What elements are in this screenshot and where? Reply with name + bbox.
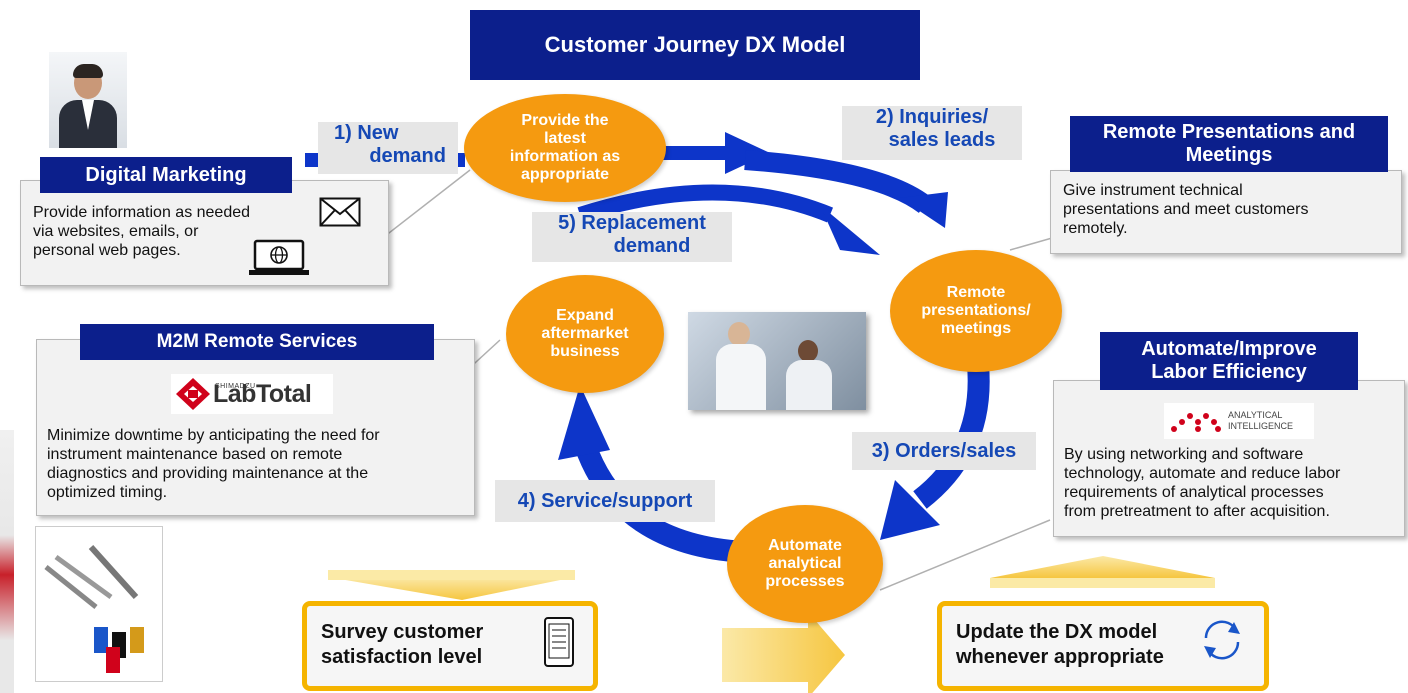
m2m-line-4: optimized timing. (47, 484, 168, 501)
step-4-service: 4) Service/support (495, 480, 715, 522)
update-text: Update the DX model whenever appropriate (956, 620, 1164, 670)
shimadzu-emblem-icon (176, 378, 210, 410)
digital-marketing-line-1: Provide information as needed (33, 204, 251, 221)
oval-expand-aftermarket: Expand aftermarket business (506, 275, 664, 393)
oval-expand-line-3: business (550, 343, 620, 360)
step-1-new-demand: 1) New demand (318, 122, 458, 174)
automate-improve-title-line-2: Labor Efficiency (1151, 361, 1307, 383)
oval-remote-presentations: Remote presentations/ meetings (890, 250, 1062, 372)
oval-remote-line-3: meetings (940, 320, 1012, 337)
m2m-title: M2M Remote Services (80, 324, 434, 360)
step-5-replacement: 5) Replacement demand (532, 212, 732, 262)
analytical-intelligence-logo: ANALYTICAL INTELLIGENCE (1164, 403, 1314, 439)
survey-line-1: Survey customer (321, 621, 484, 643)
oval-automate-line-1: Automate (768, 537, 842, 554)
oval-provide-line-2: latest (544, 130, 586, 147)
gold-arrow-down-body (328, 570, 575, 580)
m2m-line-2: instrument maintenance based on remote (47, 446, 343, 463)
columns-vials-icon (44, 544, 144, 673)
survey-box: Survey customer satisfaction level (302, 601, 598, 691)
oval-provide-line-4: appropriate (520, 166, 609, 183)
m2m-line-1: Minimize downtime by anticipating the ne… (47, 427, 380, 444)
oval-remote-line-2: presentations/ (921, 302, 1031, 319)
lab-photo (688, 312, 866, 410)
envelope-icon (319, 197, 361, 227)
oval-expand-line-1: Expand (556, 307, 614, 324)
step-2-line-2: sales leads (888, 129, 996, 151)
automate-improve-line-3: requirements of analytical processes (1064, 484, 1324, 501)
step-1-line-1: 1) New (334, 122, 399, 144)
step-3-orders: 3) Orders/sales (852, 432, 1036, 470)
remote-presentations-line-1: Give instrument technical (1063, 182, 1243, 199)
arrow-replacement (577, 184, 880, 255)
oval-automate-processes: Automate analytical processes (727, 505, 883, 623)
oval-provide-line-1: Provide the (521, 112, 609, 129)
remote-presentations-line-3: remotely. (1063, 220, 1128, 237)
logo-line-intelligence: INTELLIGENCE (1228, 421, 1294, 431)
m2m-callout: SHIMADZU LabTotal Minimize downtime by a… (36, 339, 475, 516)
digital-marketing-callout: Provide information as needed via websit… (20, 180, 389, 286)
remote-presentations-text: Give instrument technical presentations … (1063, 181, 1308, 238)
m2m-text: Minimize downtime by anticipating the ne… (47, 426, 380, 502)
automate-improve-title: Automate/Improve Labor Efficiency (1100, 332, 1358, 390)
automate-improve-line-2: technology, automate and reduce labor (1064, 465, 1341, 482)
remote-presentations-line-2: presentations and meet customers (1063, 201, 1309, 218)
arrow-inquiries (744, 150, 948, 228)
labtotal-logo-big: LabTotal (213, 380, 312, 408)
arrow-service (558, 385, 746, 563)
step-2-line-1: 2) Inquiries/ (875, 106, 989, 128)
labtotal-logo: SHIMADZU LabTotal (171, 374, 333, 414)
oval-automate-line-2: analytical (768, 555, 842, 572)
gold-arrow-up-body (990, 578, 1215, 588)
survey-line-2: satisfaction level (321, 646, 483, 668)
logo-line-analytical: ANALYTICAL (1228, 410, 1283, 420)
automate-improve-line-1: By using networking and software (1064, 446, 1304, 463)
page-title: Customer Journey DX Model (470, 10, 920, 80)
update-line-1: Update the DX model (956, 621, 1158, 643)
tablet-checklist-icon (544, 617, 574, 667)
digital-marketing-line-3: personal web pages. (33, 242, 181, 259)
step-5-line-1: 5) Replacement (558, 212, 706, 234)
update-line-2: whenever appropriate (956, 646, 1164, 668)
step-1-line-2: demand (369, 145, 446, 167)
automate-improve-text: By using networking and software technol… (1064, 445, 1340, 521)
update-box: Update the DX model whenever appropriate (937, 601, 1269, 691)
automate-improve-title-line-1: Automate/Improve (1141, 338, 1317, 360)
gold-arrow-right (722, 612, 845, 693)
digital-marketing-line-2: via websites, emails, or (33, 223, 199, 240)
oval-remote-line-1: Remote (946, 284, 1006, 301)
labtotal-logo-small: SHIMADZU (215, 383, 256, 390)
remote-presentations-title: Remote Presentations and Meetings (1070, 116, 1388, 172)
businessman-photo (49, 52, 127, 148)
digital-marketing-title: Digital Marketing (40, 157, 292, 193)
columns-vials-photo (35, 526, 163, 682)
analytical-intelligence-icon (1171, 413, 1221, 432)
gold-arrow-up (990, 556, 1215, 578)
automate-improve-callout: ANALYTICAL INTELLIGENCE By using network… (1053, 380, 1405, 537)
automate-improve-line-4: from pretreatment to after acquisition. (1064, 503, 1330, 520)
oval-automate-line-3: processes (765, 573, 845, 590)
digital-marketing-text: Provide information as needed via websit… (33, 203, 250, 260)
remote-presentations-callout: Give instrument technical presentations … (1050, 170, 1402, 254)
left-edge-image (0, 430, 14, 693)
oval-expand-line-2: aftermarket (541, 325, 629, 342)
remote-presentations-title-line-2: Meetings (1185, 144, 1273, 166)
oval-provide-line-3: information as (509, 148, 621, 165)
remote-presentations-title-line-1: Remote Presentations and (1102, 121, 1356, 143)
step-5-line-2: demand (613, 235, 691, 257)
survey-text: Survey customer satisfaction level (321, 620, 483, 670)
refresh-cycle-icon (1204, 620, 1240, 660)
step-2-inquiries: 2) Inquiries/ sales leads (842, 106, 1022, 160)
m2m-line-3: diagnostics and providing maintenance at… (47, 465, 369, 482)
gold-arrow-down (328, 577, 575, 600)
laptop-icon (249, 239, 309, 275)
oval-provide-information: Provide the latest information as approp… (464, 94, 666, 202)
